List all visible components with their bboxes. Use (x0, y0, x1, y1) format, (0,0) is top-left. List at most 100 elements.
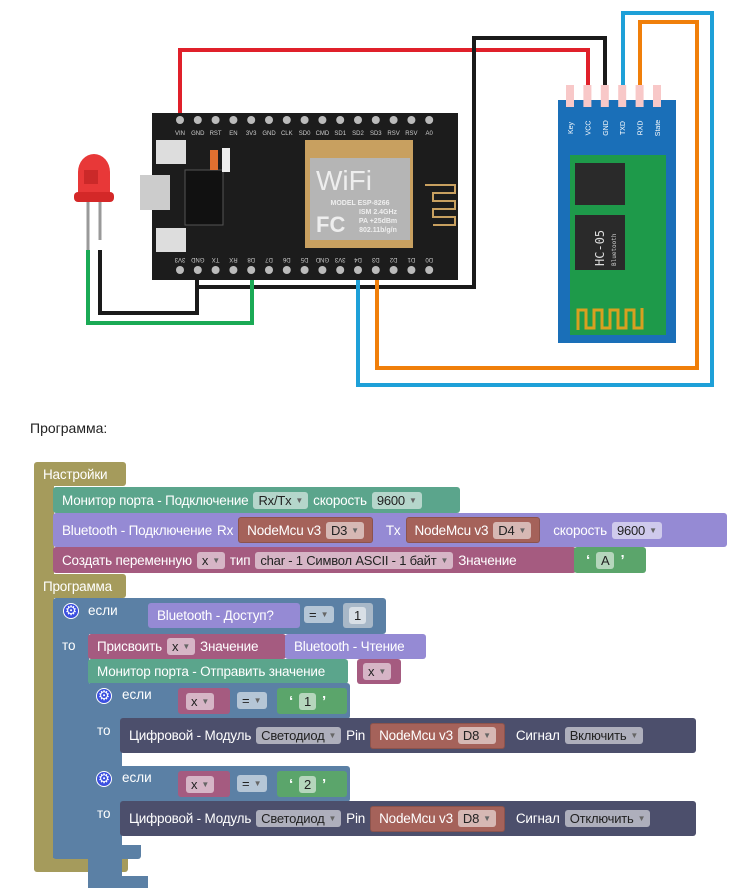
if-label: если (122, 770, 152, 785)
operator-dropdown[interactable]: =▼ (237, 775, 267, 792)
rx-pin-dropdown[interactable]: D3▼ (325, 521, 364, 539)
hc05-pin (600, 85, 609, 107)
if-block-spine (53, 630, 89, 858)
create-var-label: Создать переменную (62, 552, 192, 568)
tx-pin-dropdown[interactable]: D4▼ (493, 521, 532, 539)
digital-write-block[interactable]: Цифровой - Модуль Светодиод▼ Pin NodeMcu… (120, 801, 696, 836)
hc05-pin-label: TXD (620, 121, 627, 135)
number-block[interactable]: 1 (343, 603, 373, 628)
hc05-pin (635, 85, 644, 107)
bluetooth-read-block[interactable]: Bluetooth - Чтение (285, 634, 426, 659)
hc05-sublabel: Bluetooth (611, 233, 618, 266)
pin-label: GND (190, 256, 204, 262)
hc05-pin-label: RXD (638, 121, 645, 136)
module-dropdown[interactable]: Светодиод▼ (256, 810, 342, 827)
var-getter-block[interactable]: x▼ (178, 688, 230, 714)
digital-write-block[interactable]: Цифровой - Модуль Светодиод▼ Pin NodeMcu… (120, 718, 696, 753)
board-pin (389, 266, 398, 274)
char-literal-block[interactable]: ‘2’ (277, 771, 347, 797)
dropdown-arrow-icon: ▼ (637, 814, 646, 823)
signal-value: Отключить (569, 811, 634, 826)
operator-dropdown[interactable]: =▼ (304, 606, 334, 623)
cond-label: Bluetooth - Доступ? (157, 608, 274, 623)
pin-dropdown[interactable]: D8▼ (457, 727, 496, 744)
pin-label: D3 (371, 256, 379, 262)
board-pin (211, 116, 220, 124)
operator-value: = (242, 776, 250, 791)
dropdown-arrow-icon: ▼ (253, 779, 262, 788)
gear-icon[interactable]: ⚙ (96, 771, 112, 787)
char-literal-block[interactable]: ‘ A ’ (574, 547, 646, 573)
var-name-dropdown[interactable]: x▼ (196, 551, 225, 569)
signal-dropdown[interactable]: Отключить▼ (564, 810, 651, 827)
close-quote-icon: ’ (322, 692, 326, 710)
signal-dropdown[interactable]: Включить▼ (564, 727, 644, 744)
pin-label: SD1 (334, 131, 346, 137)
number-value[interactable]: 1 (349, 607, 367, 624)
char-value-field[interactable]: 2 (298, 775, 316, 793)
if-label: если (122, 687, 152, 702)
wire-d8-led (86, 250, 254, 325)
char-value-field[interactable]: A (595, 551, 615, 569)
assign-label: Присвоить (97, 639, 162, 654)
var-name: x (191, 693, 198, 709)
wire-d3-rxd (375, 20, 699, 370)
gear-icon[interactable]: ⚙ (96, 688, 112, 704)
wire-vcc (178, 48, 590, 118)
bt-speed-dropdown[interactable]: 9600▼ (611, 521, 662, 539)
if-label: если (88, 603, 118, 618)
create-variable-block[interactable]: Создать переменную x▼ тип char - 1 Симво… (53, 547, 576, 573)
tx-label: Tx (385, 522, 401, 538)
board-pin (336, 266, 345, 274)
board-pin (282, 266, 291, 274)
operator-dropdown[interactable]: =▼ (237, 692, 267, 709)
serial-port-dropdown[interactable]: Rx/Tx▼ (253, 491, 309, 509)
assign-block[interactable]: Присвоить x▼ Значение (88, 634, 286, 659)
fc-logo: FC (316, 212, 345, 237)
var-type-dropdown[interactable]: char - 1 Символ ASCII - 1 байт▼ (255, 551, 454, 569)
dropdown-arrow-icon: ▼ (253, 696, 262, 705)
pin-dropdown[interactable]: D8▼ (457, 810, 496, 827)
rx-label: Rx (217, 522, 234, 538)
dropdown-arrow-icon: ▼ (201, 696, 210, 706)
module-text: ISM 2.4GHz (359, 209, 398, 216)
pin-label: GND (262, 131, 276, 137)
var-getter-block[interactable]: x▼ (178, 771, 230, 797)
bluetooth-available-block[interactable]: Bluetooth - Доступ? (148, 603, 300, 628)
hc05-pin-label: VCC (585, 121, 592, 136)
var-dropdown[interactable]: x▼ (186, 692, 215, 710)
var-dropdown[interactable]: x▼ (186, 775, 215, 793)
hc05-pin-label: GND (603, 120, 610, 136)
serial-send-block[interactable]: Монитор порта - Отправить значение (88, 659, 348, 684)
operator-value: = (309, 607, 317, 622)
serial-speed-dropdown[interactable]: 9600▼ (371, 491, 422, 509)
board-pin (318, 116, 327, 124)
board-pin (371, 116, 380, 124)
dropdown-arrow-icon: ▼ (328, 731, 337, 740)
board-pin (265, 266, 273, 274)
bt-read-label: Bluetooth - Чтение (294, 639, 405, 654)
char-literal-block[interactable]: ‘1’ (277, 688, 347, 714)
var-getter-block[interactable]: x▼ (357, 659, 401, 684)
module-dropdown[interactable]: Светодиод▼ (256, 727, 342, 744)
board-pin (265, 116, 273, 124)
board-pin (282, 116, 291, 124)
dropdown-arrow-icon: ▼ (328, 814, 337, 823)
char-value-field[interactable]: 1 (298, 692, 316, 710)
dropdown-arrow-icon: ▼ (320, 610, 329, 619)
module-text: MODEL ESP-8266 (330, 200, 389, 207)
serial-begin-block[interactable]: Монитор порта - Подключение Rx/Tx▼ скоро… (53, 487, 460, 513)
branch-footer (88, 876, 148, 888)
board-pin (247, 116, 256, 124)
gear-icon[interactable]: ⚙ (63, 603, 79, 619)
send-var-dropdown[interactable]: x▼ (363, 663, 392, 680)
module-value: Светодиод (261, 728, 325, 743)
assign-var-dropdown[interactable]: x▼ (167, 638, 196, 655)
pin-label: RX (229, 256, 237, 262)
